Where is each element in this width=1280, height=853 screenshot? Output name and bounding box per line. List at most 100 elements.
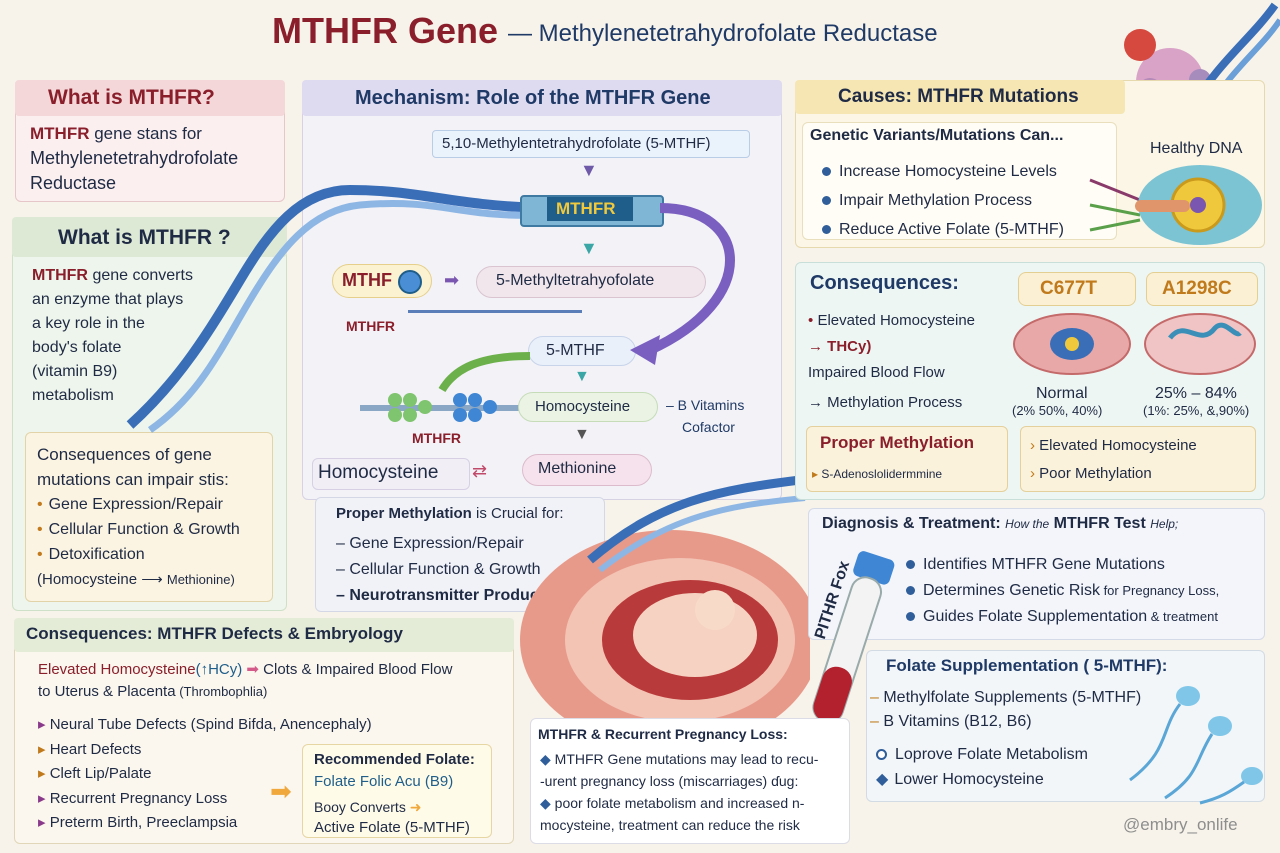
variant-c677t-pill bbox=[1018, 272, 1136, 306]
embryology-header bbox=[14, 618, 514, 652]
test-tube-icon bbox=[812, 551, 895, 723]
page-subtitle: — Methylenetetrahydrofolate Reductase bbox=[508, 20, 938, 47]
mthf-enzyme-caption: MTHFR bbox=[346, 318, 395, 334]
what-is-text: gene converts bbox=[92, 267, 193, 284]
causes-header bbox=[795, 80, 1125, 114]
embryology-heading: Consequences: MTHFR Defects & Embryology bbox=[26, 624, 403, 643]
list-item: ◆Lower Homocysteine bbox=[876, 771, 1044, 788]
arrow-right-1: ➡ bbox=[444, 270, 460, 290]
mthfr-label-2: MTHFR bbox=[32, 267, 88, 284]
mthfr-enzyme-label-box bbox=[547, 197, 633, 221]
recommend-arrow: ➡ bbox=[270, 776, 292, 806]
mthfr-label: MTHFR bbox=[30, 124, 90, 143]
folate-list-2: Loprove Folate Metabolism ◆Lower Homocys… bbox=[876, 742, 1088, 792]
normal-percent: (2% 50%, 40%) bbox=[1012, 403, 1103, 418]
tissue-mutant-icon bbox=[1144, 313, 1256, 375]
list-item: Loprove Folate Metabolism bbox=[876, 742, 1088, 767]
mthf-label: MTHF bbox=[342, 270, 392, 290]
rpl-body: ◆ MTHFR Gene mutations may lead to recu-… bbox=[540, 748, 818, 836]
arrow-down-3: ▼ bbox=[574, 368, 590, 385]
rpl-line: -urent pregnancy loss (miscarriages) ɗug… bbox=[540, 773, 799, 789]
methyl-pill bbox=[476, 266, 706, 298]
mthf-molecule-icon bbox=[398, 270, 422, 294]
arrow-down-1: ▼ bbox=[580, 160, 598, 180]
list-item: •Cellular Function & Growth bbox=[37, 521, 240, 538]
recommended-folate-box bbox=[302, 744, 492, 838]
mechanism-header bbox=[302, 80, 782, 116]
list-item-sub: (Homocysteine ⟶ Methionine) bbox=[37, 571, 235, 588]
list-item: Guides Folate Supplementation & treatmen… bbox=[906, 604, 1219, 630]
list-item: ▸ Recurrent Pregnancy Loss bbox=[38, 789, 228, 807]
embryo-illustration bbox=[520, 475, 810, 730]
credit-watermark: @embry_onlife bbox=[1123, 815, 1238, 834]
diagnosis-list: Identifies MTHFR Gene Mutations Determin… bbox=[906, 552, 1219, 630]
gene-consequences-panel bbox=[25, 432, 273, 602]
tissue-normal-icon bbox=[1013, 313, 1131, 375]
homocysteine-left-label: Homocysteine bbox=[318, 462, 439, 483]
list-item: → THCy) bbox=[808, 338, 872, 355]
five-mthf-label: 5-MTHF bbox=[546, 342, 605, 359]
what-is-line: an enzyme that plays bbox=[32, 291, 184, 308]
list-item: • Elevated Homocysteine bbox=[808, 312, 976, 329]
what-is-body-2: MTHFR gene converts an enzyme that plays… bbox=[32, 264, 212, 408]
sam-label: ▸ S-Adenoslolidermmine bbox=[812, 467, 943, 481]
mthfr-enzyme-label: MTHFR bbox=[556, 199, 616, 218]
b-vitamins-label: – B Vitamins bbox=[666, 397, 745, 413]
rpl-line: ◆ MTHFR Gene mutations may lead to recu- bbox=[540, 751, 819, 767]
methyl-label: 5-Methyltetrahyofolate bbox=[496, 272, 655, 289]
list-item: ▸ Heart Defects bbox=[38, 740, 142, 758]
causes-inner bbox=[802, 122, 1117, 240]
double-arrow: ⇄ bbox=[472, 461, 488, 481]
rpl-line: mocysteine, treatment can reduce the ris… bbox=[540, 817, 800, 833]
what-is-line: MTHFR gene converts bbox=[32, 264, 212, 288]
what-is-line-2: Methylenetetrahydrofolate bbox=[30, 148, 239, 168]
list-item: – Gene Expression/Repair bbox=[336, 535, 524, 552]
variant-c677t: C677T bbox=[1040, 278, 1098, 299]
list-item: ▸ Cleft Lip/Palate bbox=[38, 765, 152, 782]
list-item: Impair Methylation Process bbox=[822, 186, 1064, 215]
mechanism-heading: Mechanism: Role of the MTHFR Gene bbox=[355, 87, 711, 109]
recommended-folate-3: Active Folate (5-MTHF) bbox=[314, 819, 470, 836]
list-item: – Cellular Function & Growth bbox=[336, 561, 541, 578]
recommended-folate-1: Folate Folic Acu (B9) bbox=[314, 773, 454, 790]
arrow-left-line bbox=[408, 310, 582, 313]
list-item: – Methylfolate Supplements (5-MTHF) bbox=[870, 689, 1142, 706]
consequences-heading: Consequences: bbox=[810, 272, 959, 294]
top-substrate: 5,10-Methylentetrahydrofolate (5-MTHF) bbox=[442, 135, 711, 152]
cell-illustration bbox=[1089, 165, 1262, 245]
elevated-box bbox=[1020, 426, 1256, 492]
normal-label: Normal bbox=[1036, 385, 1088, 402]
embryology-line-2: to Uterus & Placenta (Thrombophlia) bbox=[38, 683, 268, 700]
recommended-folate-2: Booy Converts ➜ bbox=[314, 799, 422, 815]
folate-list: – Methylfolate Supplements (5-MTHF) – B … bbox=[870, 686, 1141, 734]
what-is-line-1: MTHFR gene stans for bbox=[30, 124, 202, 144]
what-is-line: (vitamin B9) bbox=[32, 363, 118, 380]
recommended-folate-heading: Recommended Folate: bbox=[314, 751, 475, 768]
consequences-list: • Elevated Homocysteine → THCy) Impaired… bbox=[808, 308, 975, 416]
elevated-list: › Elevated Homocysteine › Poor Methylati… bbox=[1030, 432, 1197, 488]
list-item: Identifies MTHFR Gene Mutations bbox=[906, 552, 1219, 578]
variant-a1298c: A1298C bbox=[1162, 278, 1232, 299]
what-is-text-1: gene stans for bbox=[89, 124, 202, 143]
list-item: › Poor Methylation bbox=[1030, 465, 1152, 482]
green-curve-arrow bbox=[438, 352, 531, 393]
list-item: › Elevated Homocysteine bbox=[1030, 437, 1197, 454]
what-is-header-2 bbox=[12, 217, 287, 257]
what-is-line: a key role in the bbox=[32, 315, 145, 332]
arrow-down-2: ▼ bbox=[580, 238, 598, 258]
list-item: Determines Genetic Risk for Pregnancy Lo… bbox=[906, 578, 1219, 604]
list-item: – B Vitamins (B12, B6) bbox=[870, 713, 1032, 730]
what-is-line: body's folate bbox=[32, 339, 122, 356]
rpl-heading: MTHFR & Recurrent Pregnancy Loss: bbox=[538, 726, 788, 742]
proper-methylation-list: – Gene Expression/Repair – Cellular Func… bbox=[336, 531, 568, 609]
gene-consequences-title-2: mutations can impair stis: bbox=[37, 470, 229, 489]
rpl-line: ◆ poor folate metabolism and increased n… bbox=[540, 795, 805, 811]
causes-subheading: Genetic Variants/Mutations Can... bbox=[810, 127, 1064, 144]
five-mthf-pill bbox=[528, 336, 636, 366]
purple-loop-arrow bbox=[630, 203, 735, 365]
what-is-line-3: Reductase bbox=[30, 173, 117, 193]
range-percent: (1%: 25%, &,90%) bbox=[1143, 403, 1250, 418]
proper-methylation-box bbox=[806, 426, 1008, 492]
embryology-line-1: Elevated Homocysteine(↑HCy) ➡ Clots & Im… bbox=[38, 661, 453, 678]
list-item: – Neurotransmitter Production bbox=[336, 587, 569, 604]
